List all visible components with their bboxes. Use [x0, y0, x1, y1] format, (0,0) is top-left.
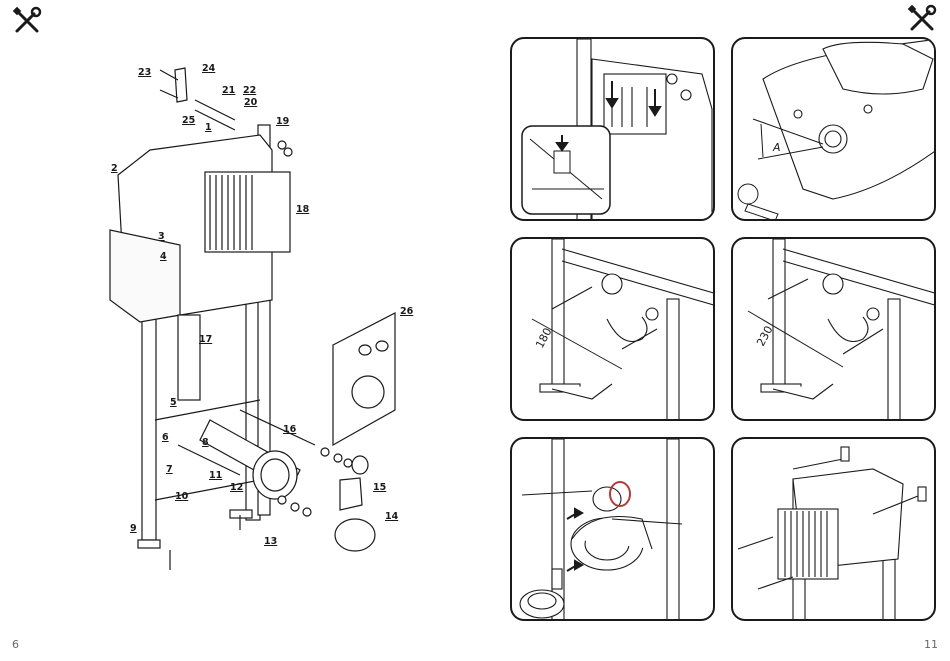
callout-13: 13: [264, 537, 277, 547]
callout-18: 18: [296, 205, 309, 215]
page-number-left: 6: [12, 638, 19, 651]
wrench-screwdriver-icon: [907, 4, 937, 34]
step-panel-3: 180: [510, 237, 715, 421]
dimension-label-230: 230: [754, 324, 775, 349]
callout-4: 4: [160, 252, 167, 262]
callout-25: 25: [182, 116, 195, 126]
callout-9: 9: [130, 524, 137, 534]
dimension-label-a: A: [772, 141, 781, 154]
callout-24: 24: [202, 64, 215, 74]
callout-12: 12: [230, 483, 243, 493]
step-panel-1: [510, 37, 715, 221]
callout-11: 11: [209, 471, 222, 481]
step-panel-5: [510, 437, 715, 621]
step-panel-4: 230: [731, 237, 936, 421]
right-page: A 180: [475, 0, 950, 661]
left-page: 23 24 21 22 20 25 1 19 2 18 3 4 17 26 5 …: [0, 0, 475, 661]
callout-8: 8: [202, 438, 209, 448]
callout-26: 26: [400, 307, 413, 317]
callout-17: 17: [199, 335, 212, 345]
callout-14: 14: [385, 512, 398, 522]
step-panel-2: A: [731, 37, 936, 221]
page-number-right: 11: [924, 638, 938, 651]
callout-22: 22: [243, 86, 256, 96]
callout-3: 3: [158, 232, 165, 242]
callout-2: 2: [111, 164, 118, 174]
callout-5: 5: [170, 398, 177, 408]
step-panel-6: [731, 437, 936, 621]
callout-16: 16: [283, 425, 296, 435]
callout-7: 7: [166, 465, 173, 475]
callout-15: 15: [373, 483, 386, 493]
callout-10: 10: [175, 492, 188, 502]
callout-1: 1: [205, 123, 212, 133]
callout-6: 6: [162, 433, 169, 443]
exploded-assembly-drawing: [0, 0, 475, 661]
callout-20: 20: [244, 98, 257, 108]
callout-19: 19: [276, 117, 289, 127]
callout-21: 21: [222, 86, 235, 96]
callout-23: 23: [138, 68, 151, 78]
